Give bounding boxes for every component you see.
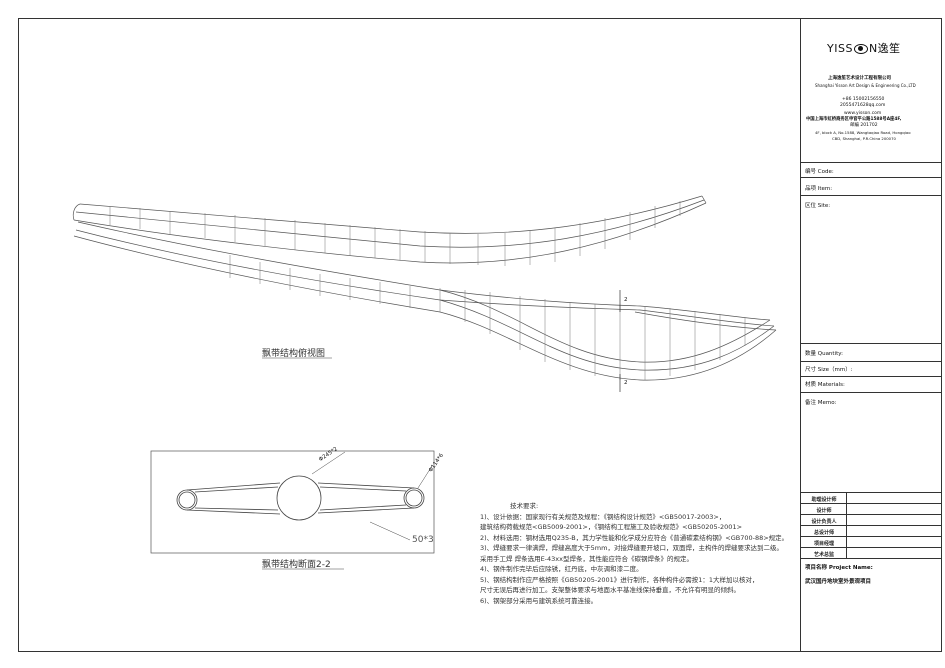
divider [800, 162, 942, 163]
signature-label: 项目经理 [813, 541, 834, 547]
company-name-cn: 上海逸笙艺术设计工程有限公司 [828, 76, 891, 81]
top-view-title: 飘带结构俯视图 [262, 349, 326, 359]
section-mark-top: 2 [624, 297, 628, 303]
company-website: www.yisson.com [844, 111, 882, 116]
field-materials: 材质 Materials: [805, 382, 845, 388]
signature-label: 设计负责人 [811, 519, 837, 525]
note-line: 3)、焊缝要求一律满焊，焊缝高度大于5mm，对接焊缝要开坡口，双面焊，主构件的焊… [480, 544, 783, 552]
company-address-cn: 中国上海市虹桥商务区申官平公路1588号A座4F, [806, 117, 902, 122]
company-address-en-2: CBD, Shanghai, P.R.China 200070 [832, 136, 896, 141]
company-name-en: Shanghai Yisson Art Design & Engineering… [815, 83, 916, 88]
signature-row: 总设计师 [800, 525, 942, 537]
logo-text-right: N逸笙 [868, 42, 901, 55]
note-line: 5)、钢结构制作应严格按照《GB50205-2001》进行制作，各种构件必需按1… [480, 575, 759, 584]
note-line: 1)、设计依据：国家现行有关规范及规程：《钢结构设计规范》<GB50017-20… [480, 512, 726, 521]
field-size: 尺寸 Size（mm）: [805, 367, 853, 373]
company-logo: YISS N逸笙 [827, 40, 901, 56]
note-line: 2)、材料选用：钢材选用Q235-B，其力学性能和化学成分应符合《普通碳素结构钢… [480, 533, 789, 542]
company-phone: +86 15002156550 [842, 97, 885, 102]
note-line: 6)、钢架部分采用与建筑系统可靠连接。 [480, 596, 598, 605]
divider [800, 558, 942, 559]
field-code: 编号 Code: [805, 169, 834, 175]
note-line: 建筑结构荷载规范<GB5009-2001>，《钢结构工程施工及验收规范》<GB5… [480, 523, 743, 531]
title-block [800, 18, 942, 652]
signature-label: 总设计师 [813, 530, 834, 536]
signature-label: 设计师 [816, 508, 832, 514]
note-line: 尺寸无误后再进行加工。支架整体要求与地面水平基准线保持垂直，不允许有明显的倾斜。 [480, 586, 740, 594]
divider [800, 376, 942, 377]
signature-label: 艺术总监 [813, 552, 834, 558]
company-zip: 邮编 201702 [850, 123, 878, 128]
signature-row: 设计师 [800, 503, 942, 515]
divider [800, 392, 942, 393]
field-item: 品项 Item: [805, 186, 833, 192]
project-label: 项目名称 Project Name: [805, 565, 873, 571]
field-site: 区位 Site: [805, 203, 831, 209]
drawing-frame [18, 18, 942, 652]
divider [800, 343, 942, 344]
company-address-en-1: 4F, block A, No.1588, Wangtaqiao Road, H… [815, 130, 911, 135]
ribbon-section [176, 451, 433, 541]
field-memo: 备注 Memo: [805, 400, 837, 406]
signature-row: 设计负责人 [800, 514, 942, 526]
ribbon-top-view [72, 195, 777, 392]
note-line: 采用手工焊 焊条选用E-43xx型焊条，其性能应符合《碳钢焊条》的规定。 [480, 554, 693, 563]
section-title: 飘带结构断面2-2 [262, 560, 331, 570]
logo-text-left: YISS [827, 42, 853, 55]
divider [800, 361, 942, 362]
technical-notes: 技术要求: 1)、设计依据：国家现行有关规范及规程：《钢结构设计规范》<GB50… [480, 501, 788, 606]
divider [800, 177, 942, 178]
divider [800, 195, 942, 196]
notes-heading: 技术要求: [510, 502, 539, 510]
signature-row: 项目经理 [800, 536, 942, 548]
signature-row: 艺术总监 [800, 547, 942, 559]
project-name: 武汉国丹地块室外景观项目 [805, 579, 872, 585]
company-qq: 2055471628qq.com [840, 103, 886, 108]
signature-label: 助理设计师 [811, 497, 837, 503]
section-frame [150, 450, 435, 554]
eye-icon [853, 44, 868, 54]
signature-row: 助理设计师 [800, 492, 942, 504]
dim-plate: 50*3 [412, 535, 434, 545]
note-line: 4)、钢件制作完毕后应除锈，红丹底，中灰调和漆二度。 [480, 565, 643, 573]
field-quantity: 数量 Quantity: [805, 351, 843, 357]
section-mark-bottom: 2 [624, 380, 628, 386]
